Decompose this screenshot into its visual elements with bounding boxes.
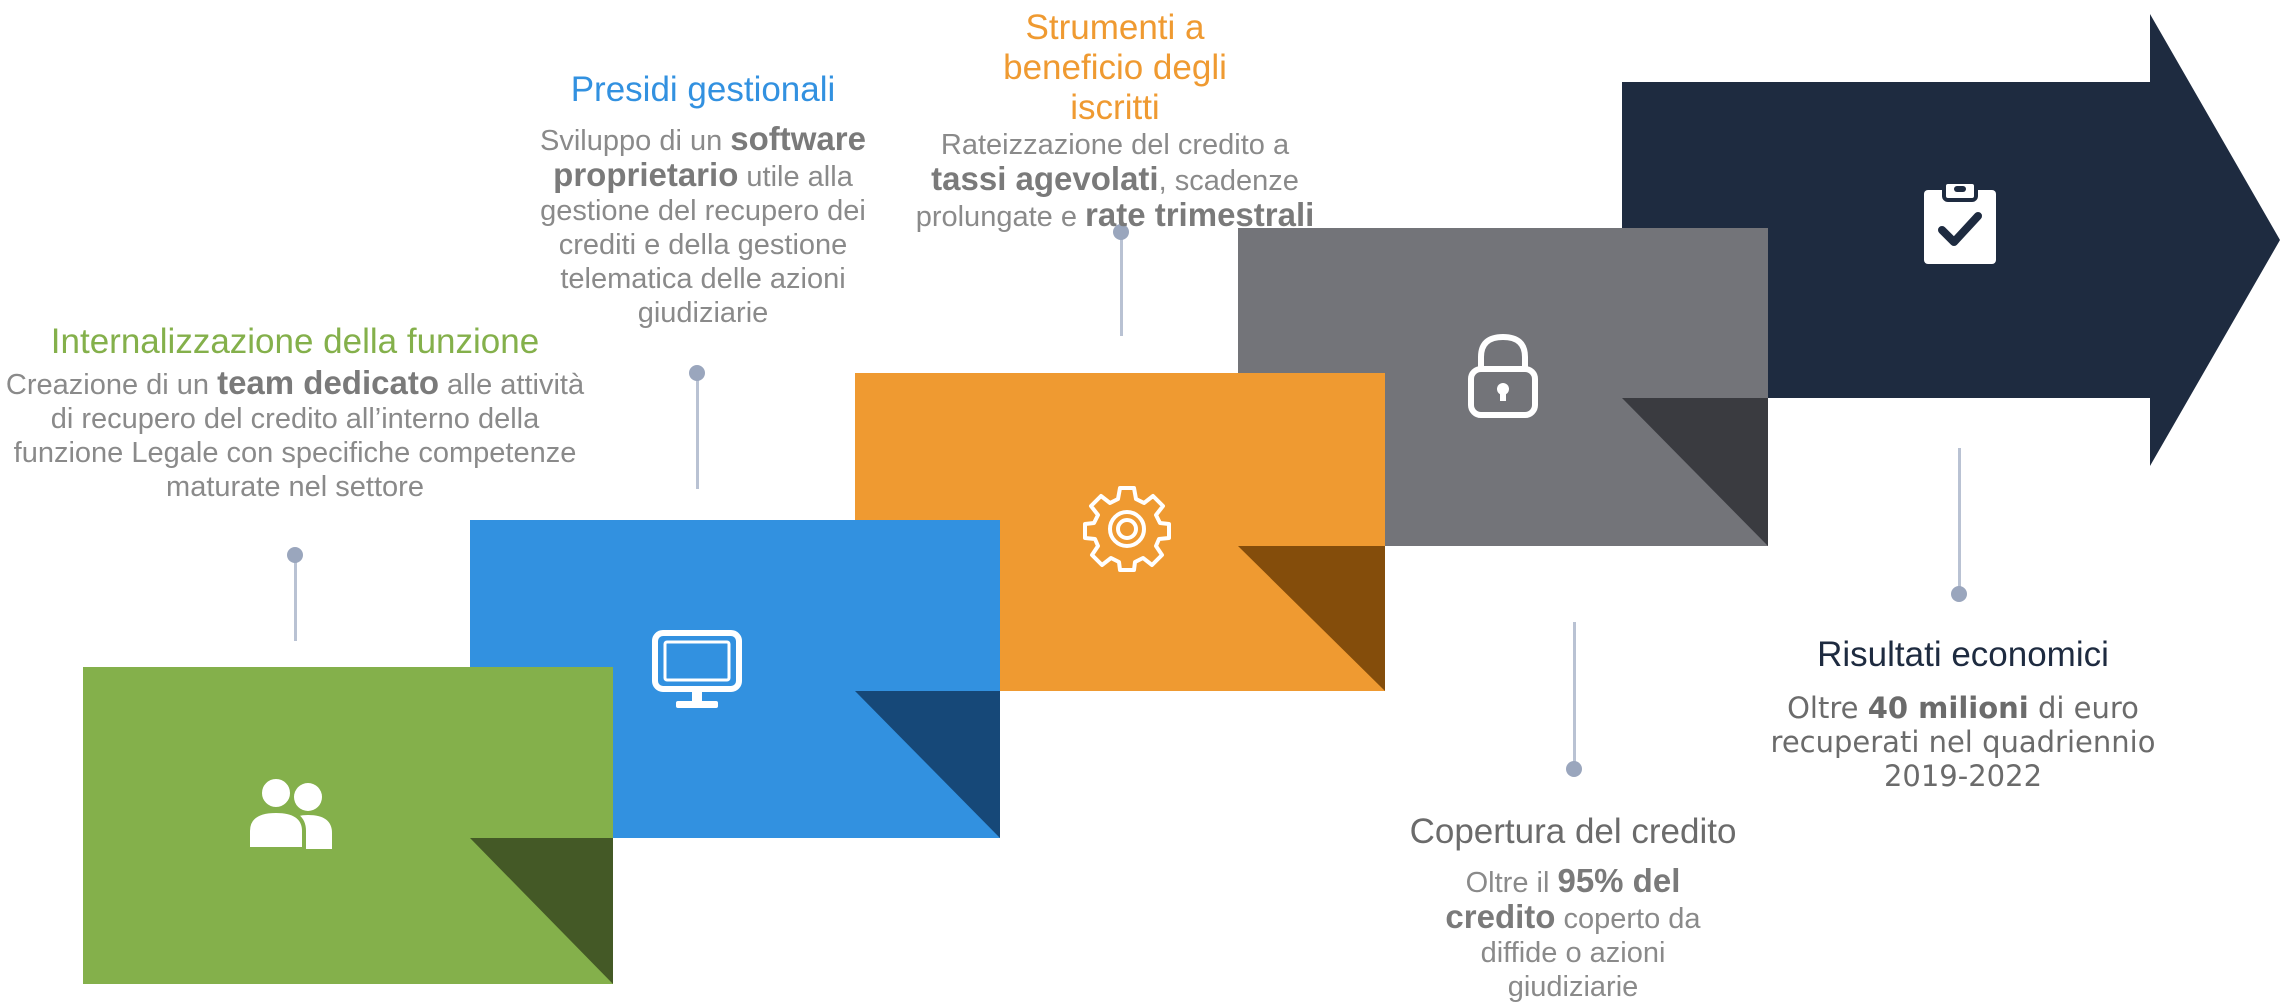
step-3-description: Rateizzazione del credito a tassi agevol…: [915, 129, 1315, 233]
step-1-fold: [470, 838, 613, 984]
step-1-dot: [287, 547, 303, 563]
step-4-fold: [1622, 398, 1768, 546]
step-4-connector: [1573, 622, 1576, 770]
gear-icon: [1083, 486, 1171, 572]
step-5-title: Risultati economici: [1817, 635, 2109, 674]
step-1-connector: [294, 555, 297, 641]
step-2-title: Presidi gestionali: [570, 70, 836, 109]
clipboard-check-icon: [1924, 180, 1996, 264]
lock-icon: [1468, 333, 1538, 418]
step-4-title: Copertura del credito: [1409, 812, 1737, 851]
step-3-connector: [1120, 232, 1123, 336]
users-icon: [246, 777, 332, 849]
step-1-title: Internalizzazione della funzione: [50, 322, 540, 361]
step-4-description: Oltre il 95% del credito coperto da diff…: [1445, 862, 1701, 1004]
step-2-description: Sviluppo di un software proprietario uti…: [540, 120, 866, 330]
step-3-title: Strumenti a beneficio degli iscritti: [1003, 8, 1227, 127]
step-2-label: Presidi gestionali Sviluppo di un softwa…: [518, 70, 888, 330]
step-2-fold: [855, 691, 1000, 838]
step-5-description: Oltre 40 milioni di euro recuperati nel …: [1770, 691, 2156, 793]
step-1-label: Internalizzazione della funzione Creazio…: [0, 322, 590, 504]
step-3-dot: [1113, 224, 1129, 240]
step-4-dot: [1566, 761, 1582, 777]
step-5-label: Risultati economici Oltre 40 milioni di …: [1738, 635, 2188, 793]
monitor-icon: [652, 630, 742, 708]
step-4-label: Copertura del credito Oltre il 95% del c…: [1368, 812, 1778, 1004]
step-1-description: Creazione di un team dedicato alle attiv…: [5, 364, 585, 504]
step-3-label: Strumenti a beneficio degli iscritti Rat…: [900, 8, 1330, 234]
step-2-dot: [689, 365, 705, 381]
step-5-dot: [1951, 586, 1967, 602]
step-3-fold: [1238, 546, 1385, 691]
step-2-connector: [696, 373, 699, 489]
step-1-block: [83, 667, 613, 984]
step-5-connector: [1958, 448, 1961, 590]
